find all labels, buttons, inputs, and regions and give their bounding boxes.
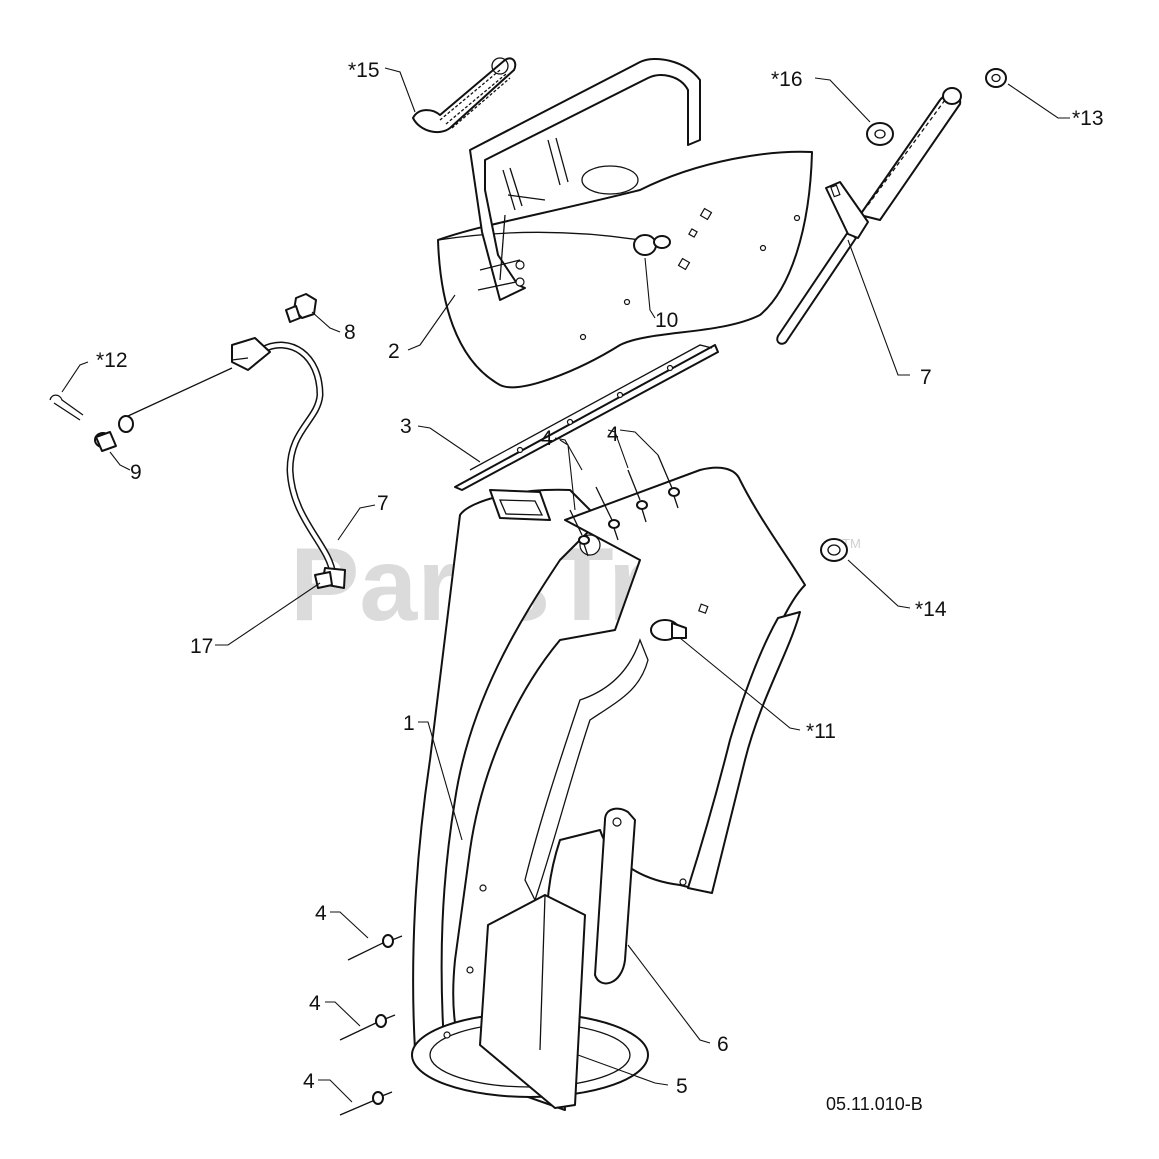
callout-4a: 4 <box>607 423 619 446</box>
part-6-slide-plate <box>594 807 636 985</box>
callout-2: 2 <box>388 340 400 363</box>
part-4-rivets-top <box>569 454 680 557</box>
callout-7-right: 7 <box>920 366 932 389</box>
callout-17: 17 <box>190 635 213 658</box>
u-frame-bracket <box>469 58 701 301</box>
callout-16: *16 <box>771 68 803 91</box>
callout-11: *15 <box>348 59 380 82</box>
callout-4d: 4 <box>309 992 321 1015</box>
callout-4e: 4 <box>303 1070 315 1093</box>
part-14-bolt <box>650 619 687 641</box>
callout-3: 3 <box>400 415 412 438</box>
part-13-nut <box>985 68 1007 88</box>
callout-9: 9 <box>130 461 142 484</box>
part-11-spring <box>412 57 517 134</box>
callout-8: 8 <box>344 321 356 344</box>
part-3-strip <box>454 344 719 491</box>
callout-labels: *15 *16 *13 2 10 8 7 *12 9 3 4 4 7 17 *1… <box>96 59 1104 1098</box>
callout-10: *12 <box>96 349 128 372</box>
part-17-fitting <box>314 571 333 589</box>
callout-13: *13 <box>1072 107 1104 130</box>
callout-4b: 4 <box>541 427 553 450</box>
callout-4c: 4 <box>315 902 327 925</box>
callout-5: 5 <box>676 1075 688 1098</box>
part-16-washer <box>866 122 894 146</box>
part-8-bushing <box>285 293 317 323</box>
callout-15: *14 <box>915 598 947 621</box>
callout-1: 1 <box>403 712 415 735</box>
leader-lines <box>61 67 1070 1103</box>
reference-code: 05.11.010-B <box>826 1094 923 1114</box>
part-4-rivets-lower <box>339 934 403 1116</box>
part-2-deflector <box>437 150 813 389</box>
part-7-crank-rod <box>776 87 962 345</box>
part-15-lock-nut <box>820 538 848 562</box>
callout-14: *11 <box>806 720 836 743</box>
callout-12: 10 <box>655 309 678 332</box>
callout-7-left: 7 <box>377 492 389 515</box>
callout-6: 6 <box>717 1033 729 1056</box>
part-5-lower-bracket <box>479 894 586 1109</box>
part-10-hairpin-clip <box>49 394 84 421</box>
part-9-spacer <box>94 415 134 452</box>
